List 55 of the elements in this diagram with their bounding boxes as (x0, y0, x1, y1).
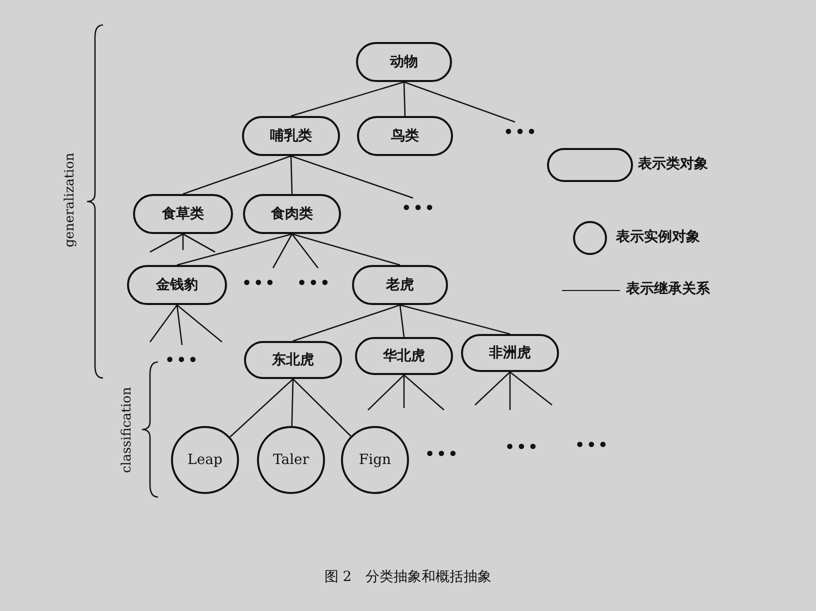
class-pill: 食肉类 (243, 194, 341, 234)
connector-line (149, 304, 178, 342)
connector-line (291, 378, 294, 426)
ellipsis-mark: ••• (499, 122, 543, 142)
legend-text: 表示实例对象 (616, 228, 700, 246)
class-pill: 动物 (356, 42, 452, 82)
connector-line (404, 374, 444, 410)
class-pill: 食草类 (133, 194, 233, 234)
legend-text: 表示继承关系 (626, 280, 710, 298)
connector-line (400, 304, 510, 335)
ellipsis-mark: ••• (575, 436, 610, 454)
connector-line (509, 372, 511, 410)
connector-line (403, 375, 405, 408)
connector-line (292, 233, 400, 266)
class-pill: 老虎 (352, 265, 448, 305)
connector-line (182, 233, 216, 253)
connector-line (182, 234, 184, 250)
axis-annotation: classification (120, 387, 134, 473)
connector-line (290, 156, 293, 194)
connector-line (399, 304, 405, 338)
connector-line (176, 233, 292, 266)
connector-line (474, 372, 510, 406)
instance-circle: Leap (171, 426, 239, 494)
class-pill: 非洲虎 (461, 334, 559, 372)
axis-annotation: generalization (62, 152, 78, 248)
instance-circle: Fign (341, 426, 409, 494)
connector-line (182, 155, 292, 195)
connector-line (368, 374, 404, 410)
connector-line (510, 371, 552, 406)
connector-line (292, 378, 352, 437)
figure-caption: 图 2 分类抽象和概括抽象 (324, 568, 492, 586)
ellipsis-mark: ••• (297, 274, 332, 292)
connector-line (290, 81, 404, 117)
connector-line (404, 81, 516, 123)
legend-text: 表示类对象 (638, 155, 708, 173)
class-pill: 鸟类 (357, 116, 453, 156)
connector-line (291, 234, 319, 268)
connector-line (403, 82, 406, 116)
connector-line (150, 233, 184, 253)
ellipsis-mark: ••• (425, 445, 460, 463)
ellipsis-mark: ••• (242, 274, 277, 292)
class-pill: 华北虎 (355, 337, 453, 375)
class-pill: 哺乳类 (242, 116, 340, 156)
connector-line (176, 304, 183, 346)
ellipsis-mark: ••• (505, 438, 540, 456)
connector-line (176, 304, 222, 342)
connector-line (230, 378, 294, 438)
ellipsis-mark: ••• (397, 198, 441, 218)
class-pill: 东北虎 (244, 341, 342, 379)
connector-line (290, 155, 414, 199)
ellipsis-mark: ••• (165, 351, 200, 369)
connector-line (292, 304, 400, 342)
class-pill: 金钱豹 (127, 265, 227, 305)
instance-circle: Taler (257, 426, 325, 494)
connector-line (272, 234, 293, 268)
